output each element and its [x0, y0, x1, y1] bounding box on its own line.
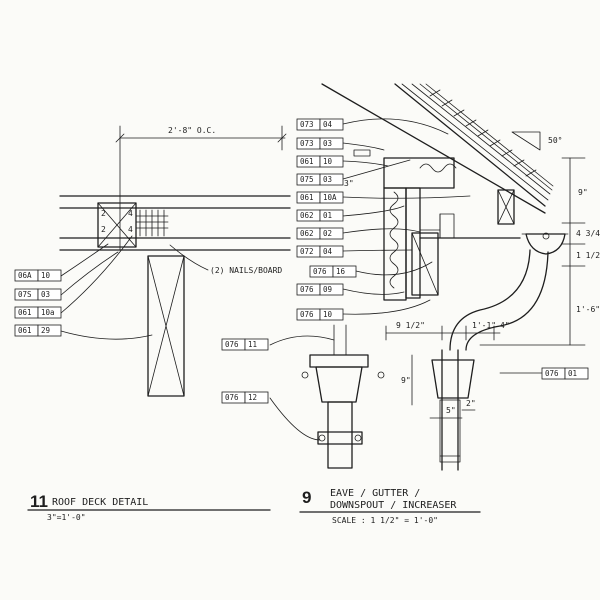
tag-07s-03: 07S 03 — [14, 288, 62, 301]
svg-text:03: 03 — [323, 175, 332, 184]
tag-062-02: 062 02 — [296, 227, 344, 240]
svg-text:06A: 06A — [18, 271, 32, 280]
detail-9-title-line1: EAVE / GUTTER / — [330, 488, 420, 499]
dim-5in: 5" — [446, 406, 456, 415]
tag-072-04: 072 04 — [296, 245, 344, 258]
svg-text:12: 12 — [248, 393, 257, 402]
tag-076-16: 076 16 — [309, 265, 357, 278]
hatch-label-4: 4 — [128, 225, 133, 234]
dim-2in: 2" — [466, 399, 476, 408]
detail-11-title: ROOF DECK DETAIL — [52, 497, 148, 508]
svg-text:076: 076 — [313, 267, 327, 276]
dim-1-1-2: 1 1/2" — [576, 251, 600, 260]
svg-text:061: 061 — [18, 326, 32, 335]
svg-text:073: 073 — [300, 139, 314, 148]
svg-text:07S: 07S — [18, 290, 32, 299]
svg-text:04: 04 — [323, 120, 333, 129]
hatch-label-3: 2 — [101, 225, 106, 234]
svg-text:075: 075 — [300, 175, 314, 184]
svg-text:061: 061 — [300, 157, 314, 166]
spacing-dimension: 2'-8" O.C. — [168, 126, 216, 135]
tag-061-10a: 061 10A — [296, 191, 344, 204]
tag-076-01: 076 01 — [541, 367, 589, 380]
dim-1-6: 1'-6" — [576, 305, 600, 314]
roof-angle-dim: 50° — [548, 136, 562, 145]
hatch-label-2: 4 — [128, 209, 133, 218]
svg-text:02: 02 — [323, 229, 332, 238]
svg-text:062: 062 — [300, 229, 314, 238]
svg-text:061: 061 — [300, 193, 314, 202]
tag-076-09: 076 09 — [296, 283, 344, 296]
svg-text:03: 03 — [323, 139, 332, 148]
detail-11-scale: 3"=1'-0" — [47, 513, 86, 522]
svg-text:076: 076 — [300, 285, 314, 294]
svg-text:10A: 10A — [323, 193, 337, 202]
tag-062-01: 062 01 — [296, 209, 344, 222]
dim-4in: 4" — [500, 321, 510, 330]
svg-text:10: 10 — [323, 310, 333, 319]
svg-text:09: 09 — [323, 285, 332, 294]
detail-9-scale: SCALE : 1 1/2" = 1'-0" — [332, 516, 438, 525]
svg-text:10a: 10a — [41, 308, 55, 317]
dim-3in-top: 3" — [344, 179, 354, 188]
svg-text:04: 04 — [323, 247, 333, 256]
tag-076-10: 076 10 — [296, 308, 344, 321]
svg-text:01: 01 — [323, 211, 332, 220]
dim-1-1: 1'-1" — [472, 321, 496, 330]
svg-text:072: 072 — [300, 247, 314, 256]
tag-075-03: 075 03 — [296, 173, 344, 186]
roof-deck-detail: 2'-8" O.C. 2 4 2 4 (2) NAILS/BOARD — [14, 125, 291, 522]
svg-text:073: 073 — [300, 120, 314, 129]
svg-text:061: 061 — [18, 308, 32, 317]
detail-9-number: 9 — [302, 488, 311, 507]
svg-text:03: 03 — [41, 290, 50, 299]
detail-9-title-line2: DOWNSPOUT / INCREASER — [330, 500, 457, 511]
svg-text:16: 16 — [336, 267, 346, 276]
dim-9in-right: 9" — [578, 188, 588, 197]
svg-text:10: 10 — [323, 157, 333, 166]
svg-text:10: 10 — [41, 271, 51, 280]
svg-text:062: 062 — [300, 211, 314, 220]
eave-gutter-detail: 50° 9" 4 3/4" 1 1/2" 1'-6" 9 1/2" 1'-1" … — [221, 83, 600, 525]
tag-073-04: 073 04 — [296, 118, 344, 131]
tag-061-10: 061 10 — [296, 155, 344, 168]
nails-note: (2) NAILS/BOARD — [210, 266, 282, 275]
svg-text:01: 01 — [568, 369, 577, 378]
dim-4-3-4: 4 3/4" — [576, 229, 600, 238]
tag-06a-10: 06A 10 — [14, 269, 62, 282]
dim-9-1-2: 9 1/2" — [396, 321, 425, 330]
tag-061-10a: 061 10a — [14, 306, 62, 319]
svg-text:11: 11 — [248, 340, 257, 349]
tag-076-12: 076 12 — [221, 391, 269, 404]
svg-text:076: 076 — [225, 340, 239, 349]
tag-073-03: 073 03 — [296, 137, 344, 150]
tag-076-11: 076 11 — [221, 338, 269, 351]
tag-061-29: 061 29 — [14, 324, 62, 337]
hatch-label-1: 2 — [101, 209, 106, 218]
svg-text:076: 076 — [300, 310, 314, 319]
dim-9in-lower: 9" — [401, 376, 411, 385]
svg-text:29: 29 — [41, 326, 50, 335]
svg-text:076: 076 — [225, 393, 239, 402]
detail-11-number: 11 — [30, 492, 48, 511]
svg-text:076: 076 — [545, 369, 559, 378]
